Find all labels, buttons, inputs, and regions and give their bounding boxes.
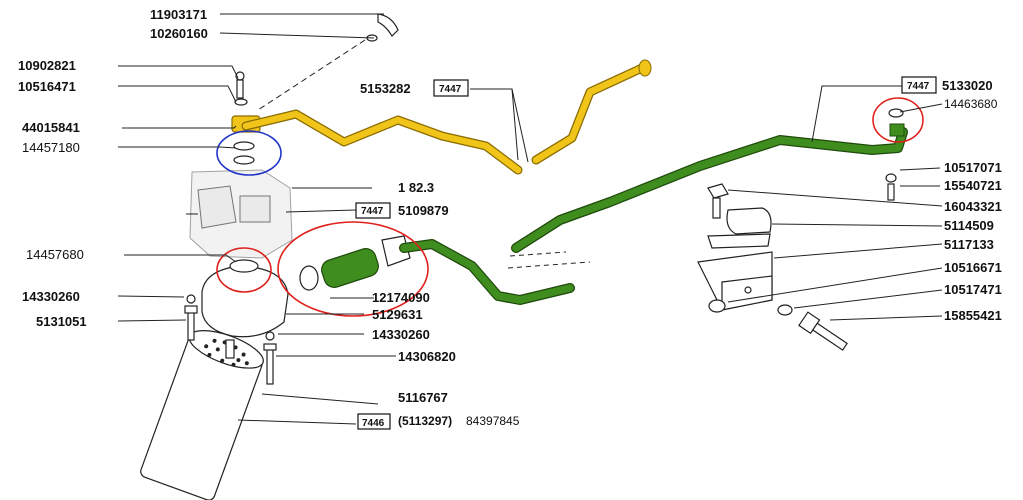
boxed-ref-7446 [357,413,391,430]
fuel-line-green [299,123,908,305]
elbow-fitting-top [366,13,399,42]
label-84397845: 84397845 [466,414,520,428]
label-14330260-right: 14330260 [372,327,430,342]
filter-bolt-left [184,294,198,341]
bolt-15855421 [798,311,848,351]
label-16043321: 16043321 [944,199,1002,214]
highlight-circle-red-3 [872,97,924,143]
label-5133020: 5133020 [942,78,993,93]
bolt-16043321 [707,183,729,219]
svg-text:7447: 7447 [439,84,462,95]
label-12174090: 12174090 [372,290,430,305]
label-5113297: (5113297) [398,414,452,428]
label-10517471: 10517471 [944,282,1002,297]
label-14463680: 14463680 [944,97,998,111]
label-5114509: 5114509 [944,218,994,233]
label-1-82-3: 1 82.3 [398,180,434,195]
label-14306820: 14306820 [398,349,456,364]
boxed-ref-7446-text: 7446 [362,418,385,429]
label-10516671: 10516671 [944,260,1002,275]
svg-text:7447: 7447 [907,81,930,92]
fuel-line-yellow [241,59,652,175]
leader-lines [117,13,943,425]
label-10516471: 10516471 [18,79,76,94]
highlight-circle-red-2 [277,221,429,317]
hose-sleeve [321,248,379,288]
filter-bolt-right [263,331,277,385]
filter-head [201,265,289,338]
label-10260160: 10260160 [150,26,208,41]
right-hardware [697,108,904,351]
label-10517071: 10517071 [944,160,1002,175]
banjo-fitting [231,71,261,165]
label-15540721: 15540721 [944,178,1002,193]
label-15855421: 15855421 [944,308,1002,323]
boxed-ref-7447-a [433,79,469,97]
label-10902821: 10902821 [18,58,76,73]
part-labels: 11903171 10260160 10902821 10516471 4401… [18,7,1002,430]
clip-5114509 [707,207,772,249]
label-11903171: 11903171 [150,7,207,22]
label-5109879: 5109879 [398,203,449,218]
fuel-filter-assembly [140,259,289,500]
label-44015841: 44015841 [22,120,80,135]
engine-block-illustration [186,169,293,259]
highlight-circle-blue [216,130,282,176]
filter-canister [140,330,264,500]
highlight-circles [216,97,924,317]
svg-text:7447: 7447 [361,206,384,217]
label-5131051: 5131051 [36,314,87,329]
highlight-circle-red-1 [216,247,272,293]
label-5116767: 5116767 [398,390,448,405]
boxed-ref-7447-b [355,202,391,219]
label-14330260-left: 14330260 [22,289,80,304]
label-14457180: 14457180 [22,140,80,155]
label-5117133: 5117133 [944,237,994,252]
boxed-ref-7447-c [901,76,937,94]
label-14457680: 14457680 [26,247,84,262]
bracket-5117133 [697,251,773,311]
label-5129631: 5129631 [372,307,423,322]
label-5153282: 5153282 [360,81,411,96]
